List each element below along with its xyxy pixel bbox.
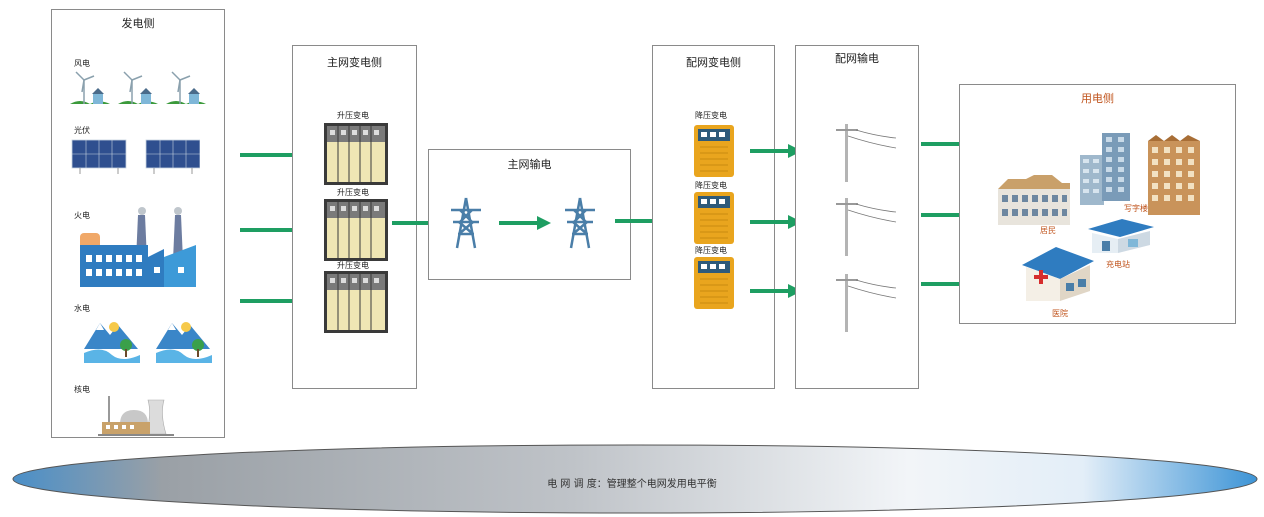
hydro-mountain-icon [82,315,222,365]
nuclear-plant-icon [98,394,178,436]
utility-pole-icon [832,196,898,258]
step-down-label-1: 降压变电 [695,111,727,120]
source-label-solar: 光伏 [74,126,90,135]
main-transmission-panel: 主网输电 [428,149,631,280]
office-building-icon [1080,129,1204,221]
main-transmission-title: 主网输电 [507,158,552,171]
transmission-tower-icon [447,196,485,250]
step-up-label-2: 升压变电 [337,188,369,197]
generation-panel: 发电侧 风电 光伏 火电 [51,9,225,438]
consumer-label-office: 写字楼 [1124,204,1148,213]
hospital-icon [1022,245,1096,305]
step-up-transformer-icon [324,123,388,185]
utility-pole-icon [832,122,898,184]
dispatch-text: 电 网 调 度：管理整个电网发用电平衡 [547,479,717,490]
thermal-plant-icon [78,205,198,290]
step-up-transformer-icon [324,271,388,333]
source-label-hydro: 水电 [74,304,90,313]
step-up-transformer-icon [324,199,388,261]
consumer-label-charging: 充电站 [1106,260,1130,269]
dist-substation-title: 配网变电侧 [686,56,741,69]
main-substation-panel: 主网变电侧 升压变电 升压变电 升压变电 [292,45,417,389]
source-label-nuclear: 核电 [74,385,90,394]
main-substation-title: 主网变电侧 [327,56,382,69]
step-up-label-1: 升压变电 [337,111,369,120]
dispatch-ellipse [10,442,1260,516]
residential-building-icon [998,175,1072,227]
step-down-label-2: 降压变电 [695,181,727,190]
wind-turbine-icon [70,68,210,108]
flow-arrow-tower-to-tower [499,216,551,230]
consumer-label-residential: 居民 [1040,226,1056,235]
dist-transmission-title: 配网输电 [835,52,879,65]
step-up-label-3: 升压变电 [337,261,369,270]
consumer-label-hospital: 医院 [1052,309,1068,318]
step-down-label-3: 降压变电 [695,246,727,255]
source-label-wind: 风电 [74,59,90,68]
generation-title: 发电侧 [121,17,155,30]
charging-station-icon [1088,219,1154,255]
transmission-tower-icon [561,196,599,250]
source-label-thermal: 火电 [74,211,90,220]
dist-substation-panel: 配网变电侧 降压变电 降压变电 降压变电 [652,45,775,389]
consumption-title: 用电侧 [1081,92,1114,105]
solar-panel-icon [70,138,200,176]
step-down-transformer-icon [694,257,734,309]
dist-transmission-panel: 配网输电 [795,45,919,389]
utility-pole-icon [832,272,898,334]
step-down-transformer-icon [694,192,734,244]
step-down-transformer-icon [694,125,734,177]
consumption-panel: 用电侧 写字楼 居民 充电站 医院 [959,84,1236,324]
